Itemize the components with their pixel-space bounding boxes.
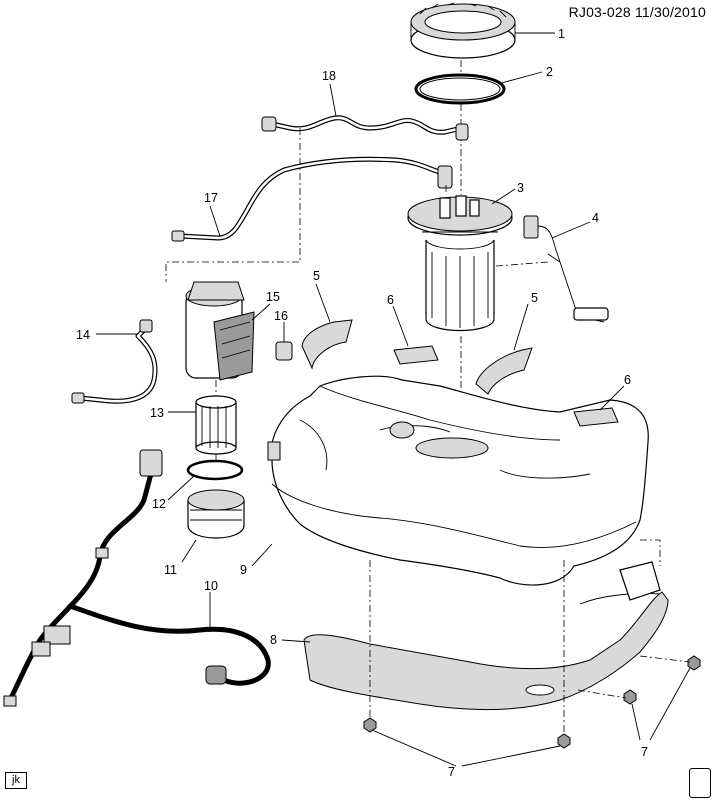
callout-6-left: 6 xyxy=(387,293,394,307)
callout-1: 1 xyxy=(558,27,565,41)
o-ring-part xyxy=(186,459,244,481)
callout-11: 11 xyxy=(164,563,177,577)
fuel-tank-part xyxy=(267,375,649,586)
callout-14: 14 xyxy=(76,328,90,342)
line-18-to-filter xyxy=(165,128,301,282)
callout-7-bottom: 7 xyxy=(448,765,455,779)
filter-cap-part xyxy=(187,489,245,539)
callout-8: 8 xyxy=(270,633,277,647)
author-initials-box: jk xyxy=(5,772,27,789)
callout-2: 2 xyxy=(546,65,553,79)
fuel-tank-shield-part xyxy=(303,561,669,711)
callout-6-right: 6 xyxy=(624,373,631,387)
diagram-reference-code: RJ03-028 11/30/2010 xyxy=(568,4,706,20)
callout-7-right: 7 xyxy=(641,745,648,759)
gm-spo-logo xyxy=(689,768,711,798)
seal-ring-part xyxy=(414,73,506,105)
callout-5-left: 5 xyxy=(313,269,320,283)
callout-10: 10 xyxy=(204,579,218,593)
callout-16: 16 xyxy=(274,309,288,323)
insulator-left-part xyxy=(301,319,353,370)
wiring-harness-part xyxy=(3,449,271,707)
insulator-right-part xyxy=(475,347,533,395)
callout-17: 17 xyxy=(204,191,218,205)
callout-15: 15 xyxy=(266,290,280,304)
callout-3: 3 xyxy=(517,181,524,195)
pad-right-part xyxy=(573,407,619,427)
fuel-line-lower-part xyxy=(171,156,453,242)
fuel-filter-housing-part xyxy=(185,281,293,381)
fuel-level-sensor-part xyxy=(523,215,609,323)
lock-ring-part xyxy=(410,2,516,59)
callout-5-right: 5 xyxy=(531,291,538,305)
pad-left-part xyxy=(393,345,439,365)
callout-4: 4 xyxy=(592,211,599,225)
callout-13: 13 xyxy=(150,406,164,420)
callout-9: 9 xyxy=(240,563,247,577)
callout-labels: 1 2 3 4 5 5 6 6 7 7 8 9 10 11 12 13 14 1… xyxy=(76,27,648,779)
filter-element-part xyxy=(195,395,237,455)
leader-lines xyxy=(96,32,691,767)
fuel-pump-module-part xyxy=(407,195,513,332)
callout-18: 18 xyxy=(322,69,336,83)
nut-parts xyxy=(363,655,701,749)
callout-12: 12 xyxy=(152,497,166,511)
fuel-line-upper-part xyxy=(261,115,469,141)
hose-part xyxy=(71,319,158,404)
